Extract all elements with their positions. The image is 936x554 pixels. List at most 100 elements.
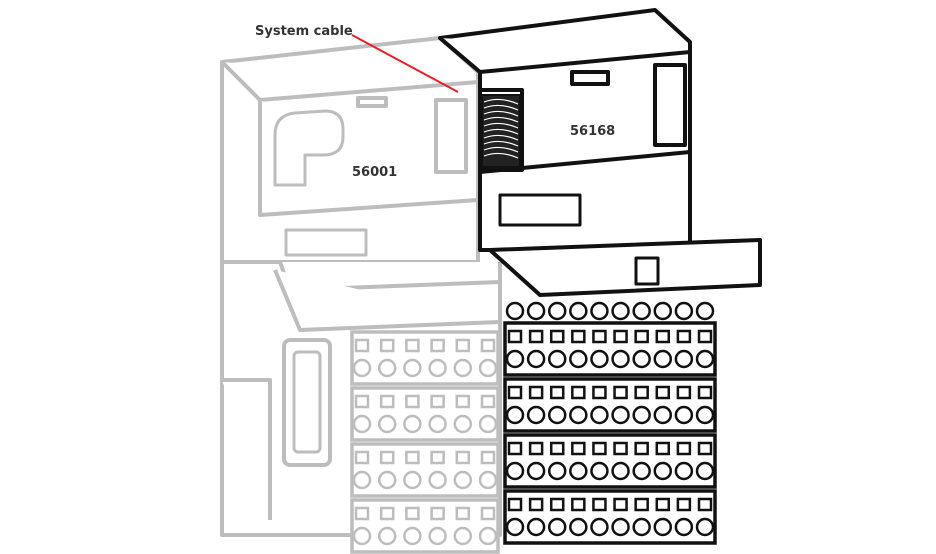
- wire-entry: [405, 506, 420, 521]
- cable-wire: [483, 134, 519, 141]
- screw-terminal: [505, 301, 525, 321]
- wire-entry: [528, 497, 544, 512]
- terminal-block: [350, 498, 500, 554]
- wire-entry: [549, 497, 565, 512]
- wire-entry: [430, 450, 445, 465]
- wire-entry: [528, 385, 544, 400]
- screw-terminal: [611, 301, 630, 321]
- cable-wire: [483, 110, 519, 117]
- screw-terminal: [632, 517, 651, 537]
- wire-entry: [430, 338, 445, 353]
- wire-entry: [676, 385, 692, 400]
- screw-terminal: [653, 349, 673, 369]
- screw-terminal: [352, 414, 372, 434]
- screw-terminal: [674, 461, 694, 481]
- cable-wire: [483, 104, 519, 111]
- wire-entry: [354, 450, 370, 465]
- screw-terminal: [611, 517, 630, 537]
- screw-terminal: [403, 526, 422, 546]
- screw-terminal: [352, 470, 372, 490]
- module-label-56168: 56168: [570, 124, 615, 139]
- screw-terminal: [377, 526, 397, 546]
- wire-entry: [379, 450, 395, 465]
- wire-entry: [507, 385, 523, 400]
- screw-terminal: [569, 517, 588, 537]
- wire-entry: [430, 506, 445, 521]
- wire-entry: [613, 329, 628, 344]
- screw-terminal: [569, 301, 588, 321]
- wire-entry: [676, 441, 692, 456]
- screw-terminal: [526, 461, 546, 481]
- wire-entry: [549, 385, 565, 400]
- screw-terminal: [478, 358, 498, 378]
- wire-entry: [405, 338, 420, 353]
- wire-entry: [571, 497, 586, 512]
- cable-wire: [483, 98, 519, 105]
- screw-terminal: [695, 301, 715, 321]
- screw-terminal: [590, 349, 609, 369]
- screw-terminal: [403, 414, 422, 434]
- system-cable-pointer-line: [351, 34, 459, 93]
- screw-terminal: [674, 349, 694, 369]
- wire-entry: [528, 441, 544, 456]
- wire-entry: [455, 506, 471, 521]
- wire-entry: [507, 441, 523, 456]
- wire-entry: [697, 385, 713, 400]
- wire-entry: [354, 394, 370, 409]
- screw-terminal: [653, 461, 673, 481]
- screw-terminal: [453, 414, 473, 434]
- screw-terminal: [428, 358, 447, 378]
- wire-entry: [634, 385, 649, 400]
- screw-terminal: [569, 405, 588, 425]
- screw-terminal: [653, 405, 673, 425]
- screw-terminal: [478, 526, 498, 546]
- wire-entry: [697, 497, 713, 512]
- wire-entry: [655, 497, 671, 512]
- screw-terminal: [590, 517, 609, 537]
- module-label-56001: 56001: [352, 165, 397, 180]
- wire-entry: [571, 441, 586, 456]
- wire-entry: [634, 441, 649, 456]
- screw-terminal: [547, 301, 567, 321]
- wire-entry: [571, 329, 586, 344]
- screw-terminal: [611, 405, 630, 425]
- screw-terminal: [611, 349, 630, 369]
- screw-terminal: [478, 414, 498, 434]
- wire-entry: [655, 385, 671, 400]
- wire-entry: [592, 497, 607, 512]
- wire-entry: [379, 506, 395, 521]
- cable-wire: [483, 122, 519, 129]
- screw-terminal: [632, 461, 651, 481]
- screw-terminal: [632, 349, 651, 369]
- screw-terminal: [526, 517, 546, 537]
- screw-terminal: [478, 470, 498, 490]
- screw-terminal: [526, 349, 546, 369]
- screw-terminal: [453, 358, 473, 378]
- screw-terminal: [505, 349, 525, 369]
- wire-entry: [676, 329, 692, 344]
- wire-entry: [697, 329, 713, 344]
- screw-terminal: [632, 301, 651, 321]
- screw-terminal: [674, 405, 694, 425]
- screw-terminal: [547, 405, 567, 425]
- wire-entry: [634, 329, 649, 344]
- wire-entry: [379, 394, 395, 409]
- cable-wire: [483, 140, 519, 147]
- screw-terminal: [453, 526, 473, 546]
- screw-terminal: [505, 461, 525, 481]
- screw-terminal: [428, 414, 447, 434]
- system-cable: [481, 94, 521, 168]
- wire-entry: [592, 441, 607, 456]
- wire-entry: [613, 497, 628, 512]
- wire-entry: [507, 497, 523, 512]
- wire-entry: [634, 497, 649, 512]
- screw-terminal: [403, 470, 422, 490]
- terminal-block: [350, 330, 500, 386]
- screw-terminal: [403, 358, 422, 378]
- wire-entry: [405, 394, 420, 409]
- wire-entry: [528, 329, 544, 344]
- screw-terminal: [428, 470, 447, 490]
- screw-terminal: [590, 405, 609, 425]
- screw-terminal: [653, 517, 673, 537]
- wire-entry: [676, 497, 692, 512]
